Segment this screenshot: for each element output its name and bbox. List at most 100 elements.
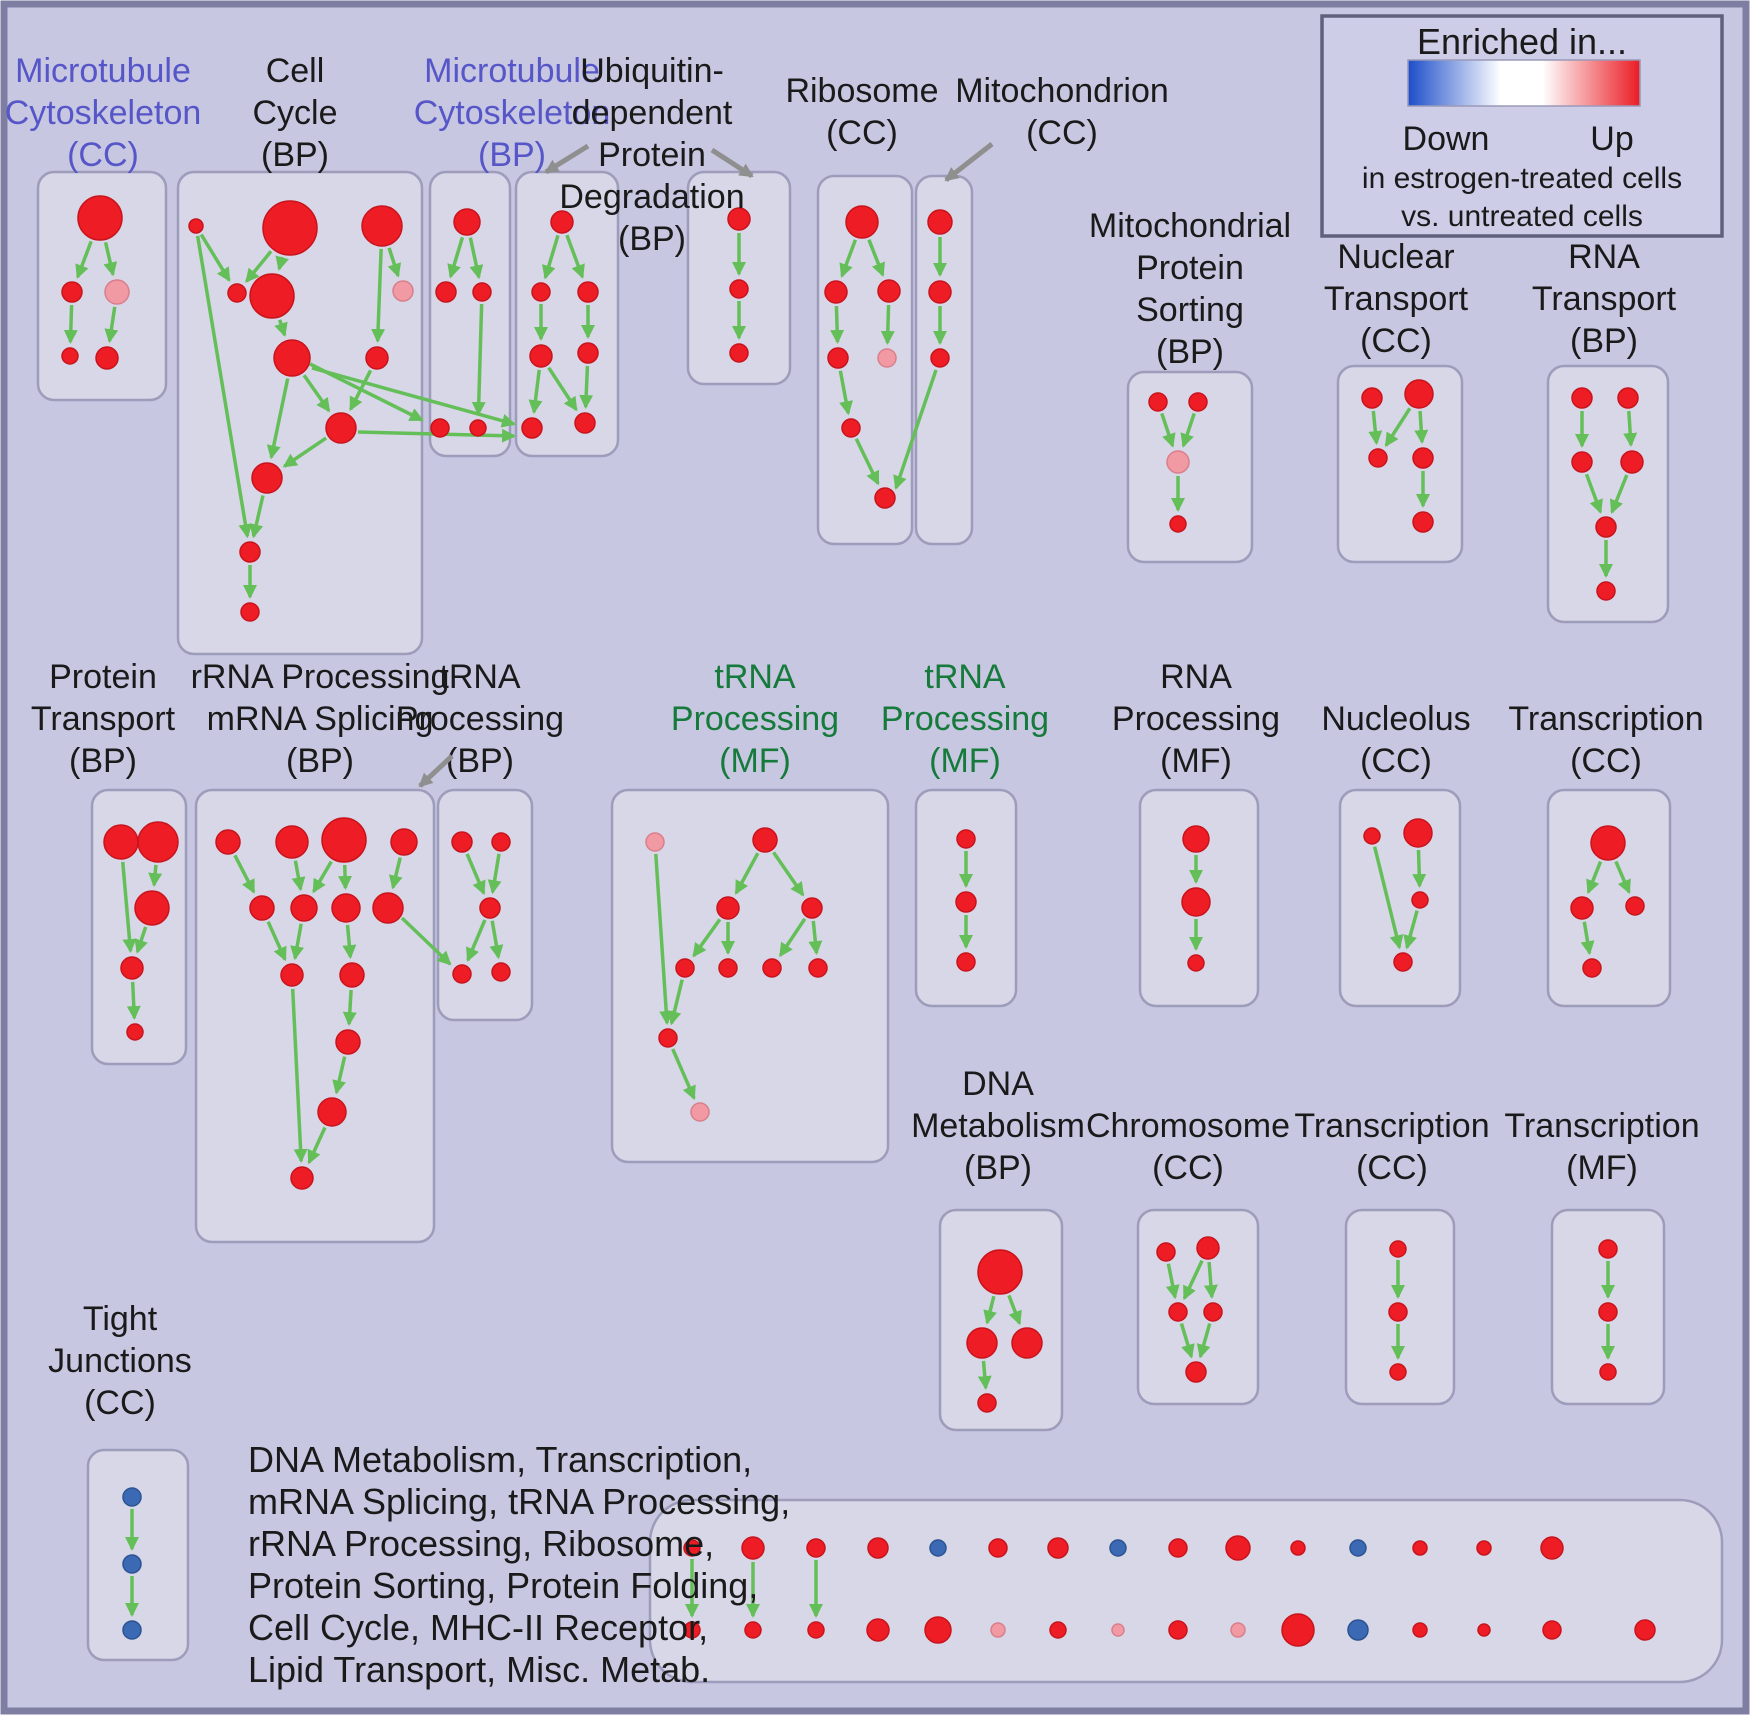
misc-node (867, 1537, 889, 1559)
transcription-cc-1-box (1546, 788, 1672, 1008)
rrna-processing-mrna-splicing-bp-node (280, 963, 304, 987)
misc-node (1168, 1620, 1188, 1640)
tight-junctions-cc-box (86, 1448, 190, 1662)
microtubule-cytoskeleton-cc-node (95, 346, 119, 370)
microtubule-cytoskeleton-bp-edge (471, 303, 486, 417)
cell-cycle-bp-node (188, 218, 204, 234)
ubiquitin-degradation-bp-edge (565, 234, 585, 279)
mitochondrial-protein-sorting-bp-edge (1160, 412, 1176, 448)
ribosome-cc-edge (854, 438, 880, 486)
cross-cluster-edge (311, 366, 516, 428)
microtubule-cytoskeleton-bp-edge (468, 237, 484, 280)
nuclear-transport-cc-node (1368, 448, 1388, 468)
chromosome-cc-edge (1203, 1261, 1218, 1300)
rna-transport-bp-node (1617, 387, 1639, 409)
trna-processing-mf-1-node (808, 958, 828, 978)
rrna-processing-mrna-splicing-bp-edge (291, 860, 306, 892)
misc-node (1412, 1540, 1428, 1556)
nucleolus-cc-node (1363, 827, 1381, 845)
nuclear-transport-cc-node (1361, 387, 1383, 409)
ribosome-cc-label: Ribosome(CC) (785, 72, 938, 152)
mitochondrion-cc-label: Mitochondrion(CC) (955, 72, 1169, 152)
rrna-processing-mrna-splicing-bp-node (339, 962, 365, 988)
rrna-processing-mrna-splicing-bp-edge (290, 923, 305, 961)
cell-cycle-bp-node (392, 280, 414, 302)
trna-processing-mf-1-edge (667, 979, 684, 1026)
misc-node (1347, 1619, 1369, 1641)
transcription-cc-1-node (1570, 896, 1594, 920)
ribosome-cc-edge (838, 370, 853, 416)
rrna-processing-mrna-splicing-bp-edge (266, 920, 287, 962)
tight-junctions-cc-node (122, 1554, 142, 1574)
mitochondrial-protein-sorting-bp-edge (1180, 412, 1196, 448)
cell-cycle-bp-edge (387, 247, 402, 278)
microtubule-cytoskeleton-bp-box (428, 170, 512, 458)
legend-title: Enriched in... (1417, 21, 1627, 62)
ubiquitin-degradation-bp-node (574, 412, 596, 434)
rrna-processing-mrna-splicing-bp-edge (388, 857, 403, 890)
rna-transport-bp-node (1596, 581, 1616, 601)
rna-transport-bp-node (1620, 450, 1644, 474)
transcription-cc-2-label: Transcription(CC) (1294, 1107, 1489, 1187)
microtubule-cytoskeleton-bp-edge (447, 236, 465, 279)
microtubule-cytoskeleton-cc-edge (104, 306, 119, 344)
misc-node (924, 1616, 952, 1644)
rrna-processing-mrna-splicing-bp-edge (312, 860, 333, 894)
cell-cycle-bp-edge (274, 319, 288, 338)
transcription-mf-node (1598, 1239, 1618, 1259)
trna-processing-mf-1-node (675, 958, 695, 978)
misc-node (744, 1621, 762, 1639)
trna-processing-mf-1-edge (692, 918, 722, 958)
mitochondrial-protein-sorting-bp-node (1166, 450, 1190, 474)
chromosome-cc-edge (1179, 1322, 1195, 1359)
cell-cycle-bp-edge (371, 248, 386, 344)
label-pointer-arrow (544, 143, 590, 175)
rrna-processing-mrna-splicing-bp-edge (338, 864, 353, 891)
cell-cycle-bp-edge (282, 436, 328, 468)
label-pointer-arrow (418, 754, 454, 788)
microtubule-cytoskeleton-bp-node (469, 419, 487, 437)
trna-processing-bp-edge (466, 919, 487, 963)
trna-processing-mf-1-node (752, 827, 778, 853)
trna-processing-mf-1-edge (808, 920, 823, 956)
cell-cycle-bp-edge (266, 378, 290, 460)
misc-node (988, 1538, 1008, 1558)
misc-node (1476, 1540, 1492, 1556)
chromosome-cc-edge (1182, 1259, 1204, 1301)
cell-cycle-bp-edge (199, 233, 231, 282)
transcription-mf-node (1598, 1302, 1618, 1322)
trna-processing-bp-node (452, 964, 472, 984)
nucleolus-cc-edge (1403, 910, 1419, 950)
rna-transport-bp-edge (1584, 473, 1603, 514)
ribosome-cc-node (824, 280, 848, 304)
misc-node (741, 1536, 765, 1560)
protein-transport-bp-node (120, 956, 144, 980)
misc-node (807, 1621, 825, 1639)
trna-processing-mf-1-edge (772, 851, 805, 897)
transcription-cc-1-edge (1614, 860, 1631, 895)
ubiquitin-degradation-bp-node (531, 282, 551, 302)
tight-junctions-cc-node (122, 1620, 142, 1640)
misc-node (1290, 1540, 1306, 1556)
cell-cycle-bp-node (325, 412, 357, 444)
ribosome-cc-edge (830, 305, 845, 345)
transcription-cc-2-node (1388, 1302, 1408, 1322)
nucleolus-cc-edge (1412, 849, 1427, 889)
cell-cycle-bp-edge (275, 255, 290, 271)
transcription-cc-1-node (1582, 958, 1602, 978)
ubiquitin-degradation-bp-edge (547, 366, 578, 412)
mitochondrial-protein-sorting-bp-node (1148, 392, 1168, 412)
cell-cycle-bp-node (239, 541, 261, 563)
ribosome-cc-node (827, 347, 849, 369)
cell-cycle-bp-node (251, 462, 283, 494)
nuclear-transport-cc-edge (1414, 410, 1429, 445)
